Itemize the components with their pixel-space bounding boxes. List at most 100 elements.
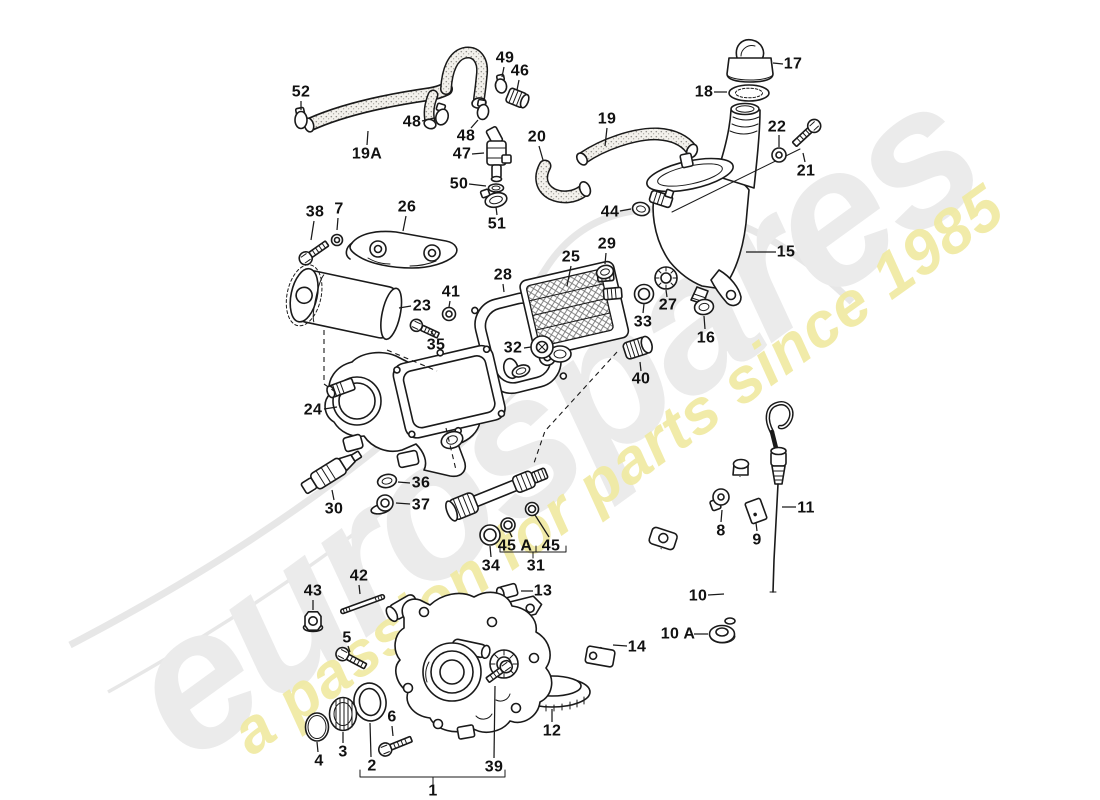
bolt-21 [792, 118, 822, 147]
ring-36 [376, 473, 398, 489]
hose-clamp-48-left [434, 102, 450, 126]
leader-line-33 [642, 303, 645, 314]
part-label-32: 32 [504, 340, 522, 357]
part-label-45A: 45 A [498, 538, 533, 555]
hose-clamp-48-right [476, 98, 490, 121]
oil-pump-1 [385, 591, 553, 740]
leader-line-47 [471, 152, 485, 155]
part-label-26: 26 [398, 199, 416, 216]
leader-line-16 [703, 315, 706, 330]
leader-line-41 [448, 300, 451, 308]
plug-46 [505, 87, 530, 109]
leader-line-48 [470, 119, 479, 129]
part-label-6: 6 [387, 709, 396, 726]
ring-45a [500, 517, 516, 533]
part-label-36: 36 [412, 475, 430, 492]
grommet-10a [708, 624, 736, 644]
part-label-7: 7 [334, 201, 343, 218]
leader-line-24 [323, 406, 338, 410]
clip-8 [709, 488, 730, 512]
shaft-seal-2 [353, 682, 387, 722]
part-label-4: 4 [314, 753, 323, 770]
oil-filler-funnel-15 [646, 102, 761, 307]
part-label-51: 51 [488, 216, 506, 233]
bolt-39 [485, 659, 514, 683]
seal-29 [595, 264, 615, 280]
part-label-34: 34 [482, 558, 500, 575]
leader-line-2 [369, 722, 372, 758]
part-label-37: 37 [412, 497, 430, 514]
vent-hose-19a [303, 46, 489, 133]
plug-37 [370, 494, 394, 515]
leader-line-17 [772, 62, 784, 65]
assembly-dashed-lines [323, 330, 618, 471]
part-label-24: 24 [304, 402, 322, 419]
part-label-46: 46 [511, 63, 529, 80]
part-label-49: 49 [496, 50, 514, 67]
dipstick-tube-10 [724, 458, 750, 625]
part-label-41: 41 [442, 284, 460, 301]
drawing-layer [285, 38, 822, 785]
ring-45 [524, 501, 540, 517]
leader-line-38 [310, 220, 315, 241]
stud-42 [340, 593, 386, 615]
part-label-31: 31 [527, 558, 545, 575]
part-label-27: 27 [659, 297, 677, 314]
leader-line-9 [755, 522, 758, 532]
leader-line-26 [402, 215, 407, 232]
part-label-47: 47 [453, 146, 471, 163]
leader-line-6 [391, 725, 394, 737]
gasket-ring-18 [728, 84, 770, 102]
leader-line-25 [566, 265, 572, 287]
leader-line-8 [720, 509, 723, 523]
hose-clamp-49 [494, 73, 508, 94]
filter-console-24 [324, 344, 506, 478]
leader-line-19A [366, 130, 369, 146]
part-label-43: 43 [304, 583, 322, 600]
bracket-group-1 [359, 769, 506, 785]
part-label-19A: 19A [352, 146, 382, 163]
relief-plug-40 [622, 335, 653, 360]
leader-line-10 [707, 593, 725, 596]
seal-16 [693, 298, 715, 316]
part-label-19: 19 [598, 111, 616, 128]
part-label-30: 30 [325, 501, 343, 518]
part-label-10: 10 [689, 588, 707, 605]
part-label-12: 12 [543, 723, 561, 740]
bolt-5 [335, 646, 368, 670]
part-label-20: 20 [528, 129, 546, 146]
part-label-25: 25 [562, 249, 580, 266]
part-label-14: 14 [628, 639, 646, 656]
seal-44 [631, 201, 651, 217]
leader-line-42 [358, 584, 361, 595]
leader-line-35 [430, 330, 435, 337]
washer-22 [771, 147, 787, 163]
part-label-39: 39 [485, 759, 503, 776]
leader-line-32 [523, 346, 532, 349]
part-label-10A: 10 A [661, 626, 696, 643]
leader-line-14 [612, 644, 628, 647]
part-label-2: 2 [367, 758, 376, 775]
part-label-50: 50 [450, 176, 468, 193]
part-label-3: 3 [338, 744, 347, 761]
part-label-23: 23 [413, 298, 431, 315]
part-label-40: 40 [632, 371, 650, 388]
leader-line-45A [508, 530, 513, 538]
part-label-52: 52 [292, 84, 310, 101]
oil-pipe-union-31 [445, 467, 549, 522]
part-label-22: 22 [768, 119, 786, 136]
leader-line-5 [347, 645, 351, 653]
part-label-48: 48 [403, 114, 421, 131]
oil-filter-23 [285, 264, 403, 341]
bracket-group-31 [499, 545, 567, 559]
leader-line-7 [336, 217, 339, 231]
part-label-5: 5 [342, 630, 351, 647]
leader-line-48 [421, 117, 435, 122]
leader-line-46 [516, 79, 520, 91]
leader-line-37 [395, 502, 411, 505]
hose-clamp-51 [479, 188, 508, 209]
leader-line-4 [316, 741, 319, 753]
